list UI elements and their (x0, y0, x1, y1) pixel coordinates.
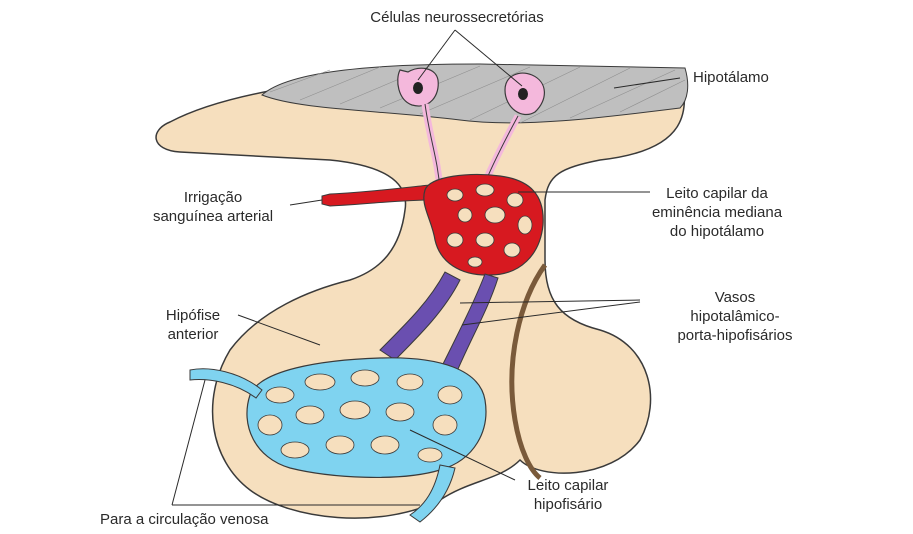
label-portal-vessels-line1: Vasos (640, 288, 830, 307)
label-portal-vessels-line2: hipotalâmico- (640, 307, 830, 326)
label-arterial-supply-line2: sanguínea arterial (128, 207, 298, 226)
label-anterior-pituitary-line1: Hipófise (148, 306, 238, 325)
label-median-eminence-line2: eminência mediana (622, 203, 812, 222)
label-portal-vessels-line3: porta-hipofisários (640, 326, 830, 345)
label-anterior-pituitary-line2: anterior (148, 325, 238, 344)
label-anterior-pituitary: Hipófise anterior (148, 306, 238, 344)
label-median-eminence-line1: Leito capilar da (622, 184, 812, 203)
label-neurosecretory-cells: Células neurossecretórias (322, 8, 592, 27)
label-hypothalamus: Hipotálamo (693, 68, 769, 87)
label-pituitary-bed-line2: hipofisário (508, 495, 628, 514)
label-arterial-supply: Irrigação sanguínea arterial (128, 188, 298, 226)
label-median-eminence-capillary-bed: Leito capilar da eminência mediana do hi… (622, 184, 812, 241)
label-pituitary-capillary-bed: Leito capilar hipofisário (508, 476, 628, 514)
label-pituitary-bed-line1: Leito capilar (508, 476, 628, 495)
label-portal-vessels: Vasos hipotalâmico- porta-hipofisários (640, 288, 830, 345)
label-arterial-supply-line1: Irrigação (128, 188, 298, 207)
label-median-eminence-line3: do hipotálamo (622, 222, 812, 241)
label-venous-circulation: Para a circulação venosa (100, 510, 268, 529)
